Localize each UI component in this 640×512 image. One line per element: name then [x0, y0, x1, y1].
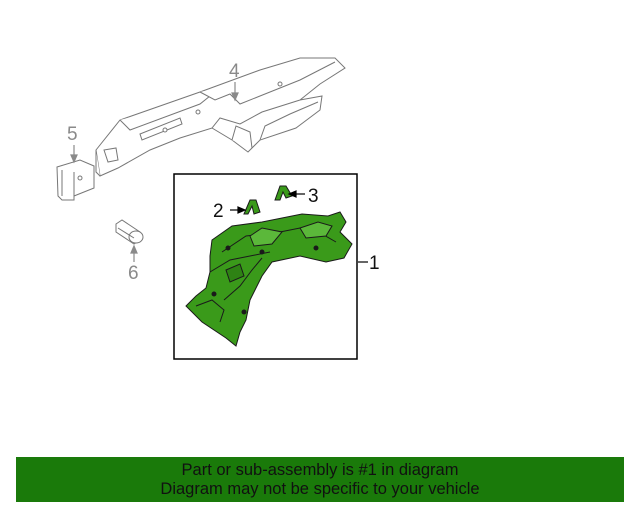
bracket-part-3 [274, 185, 293, 201]
leader-arrows-2-3 [230, 190, 305, 214]
callout-4: 4 [229, 61, 240, 82]
banner-line-2: Diagram may not be specific to your vehi… [160, 480, 480, 498]
frame-rail-assembly [95, 57, 346, 177]
highlight-box [173, 173, 358, 360]
callout-5: 5 [67, 124, 78, 145]
callout-2: 2 [213, 201, 224, 222]
info-banner: Part or sub-assembly is #1 in diagram Di… [16, 457, 624, 502]
callout-3: 3 [308, 186, 319, 207]
bracket-part-5 [56, 159, 95, 201]
banner-line-1: Part or sub-assembly is #1 in diagram [181, 461, 459, 479]
leader-lines [70, 82, 239, 262]
bolt-part-6 [115, 219, 144, 245]
bracket-part-2 [243, 199, 261, 215]
callout-6: 6 [128, 263, 139, 284]
callout-1: 1 [369, 253, 380, 274]
wheelhouse-panel-part-1 [185, 211, 353, 347]
